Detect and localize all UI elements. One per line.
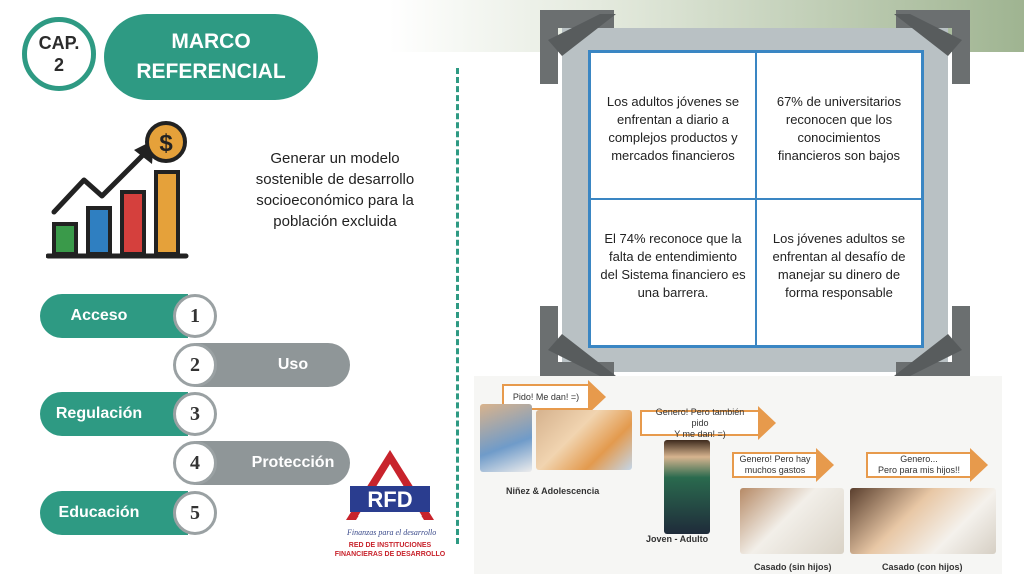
- title-line-1: MARCO: [171, 30, 251, 53]
- step-pill-regulacion: Regulación: [40, 392, 188, 436]
- stage-arrow: Genero...Pero para mis hijos!!: [866, 448, 988, 482]
- logo-org-name: RED DE INSTITUCIONES FINANCIERAS DE DESA…: [328, 541, 452, 559]
- dashed-divider: [456, 68, 459, 544]
- chapter-number: 2: [53, 55, 64, 75]
- step-label: Educación: [58, 504, 140, 521]
- arrow-head-icon: [758, 406, 776, 440]
- step-number-3: 3: [173, 392, 217, 436]
- step-label: Regulación: [55, 405, 143, 422]
- step-number-4: 4: [173, 441, 217, 485]
- goal-text: Generar un modelo sostenible de desarrol…: [255, 150, 415, 230]
- logo-text: RFD: [367, 487, 412, 512]
- rfd-logo-icon: RFD: [346, 450, 434, 520]
- chapter-label: CAP.: [38, 33, 80, 53]
- life-stages-panel: Pido! Me dan! =) Genero! Pero también pi…: [474, 376, 1002, 574]
- quadrant-grid: Los adultos jóvenes se enfrentan a diari…: [588, 50, 924, 348]
- step-label: Uso: [277, 356, 309, 373]
- arrow-head-icon: [816, 448, 834, 482]
- step-label: Acceso: [70, 307, 128, 324]
- stage-caption: Joven - Adulto: [646, 534, 709, 544]
- logo-tagline: Finanzas para el desarrollo: [347, 528, 437, 537]
- step-pill-uso: Uso: [196, 343, 350, 387]
- frame-corners: [540, 10, 970, 380]
- stage-caption: Casado (sin hijos): [754, 562, 832, 572]
- quadrant-cell: 67% de universitarios reconocen que los …: [756, 52, 922, 199]
- growth-chart-dollar-icon: $: [46, 121, 189, 259]
- step-number-5: 5: [173, 491, 217, 535]
- svg-text:$: $: [159, 130, 173, 157]
- step-pill-acceso: Acceso: [40, 294, 188, 338]
- stage-caption: Casado (con hijos): [882, 562, 963, 572]
- arrow-head-icon: [588, 380, 606, 414]
- stage-arrow-text: Genero...Pero para mis hijos!!: [866, 452, 970, 478]
- step-number-2: 2: [173, 343, 217, 387]
- couple-photo: [740, 488, 844, 554]
- quadrant-cell: El 74% reconoce que la falta de entendim…: [590, 199, 756, 346]
- child-photo: [480, 404, 532, 472]
- logo-org-line-2: FINANCIERAS DE DESARROLLO: [334, 551, 446, 558]
- step-label: Protección: [251, 454, 335, 471]
- logo-org-line-1: RED DE INSTITUCIONES: [348, 542, 432, 549]
- stage-arrow: Pido! Me dan! =): [502, 380, 606, 414]
- stage-caption: Niñez & Adolescencia: [506, 486, 600, 496]
- quadrant-cell: Los adultos jóvenes se enfrentan a diari…: [590, 52, 756, 199]
- step-pill-educacion: Educación: [40, 491, 188, 535]
- family-photo: [850, 488, 996, 554]
- step-pill-proteccion: Protección: [196, 441, 350, 485]
- teens-photo: [536, 410, 632, 470]
- chapter-badge: CAP. 2: [22, 17, 96, 91]
- page-title: MARCO REFERENCIAL: [104, 14, 318, 100]
- step-number-1: 1: [173, 294, 217, 338]
- quadrant-cell: Los jóvenes adultos se enfrentan al desa…: [756, 199, 922, 346]
- title-line-2: REFERENCIAL: [136, 60, 286, 83]
- arrow-head-icon: [970, 448, 988, 482]
- young-adult-photo: [664, 440, 710, 534]
